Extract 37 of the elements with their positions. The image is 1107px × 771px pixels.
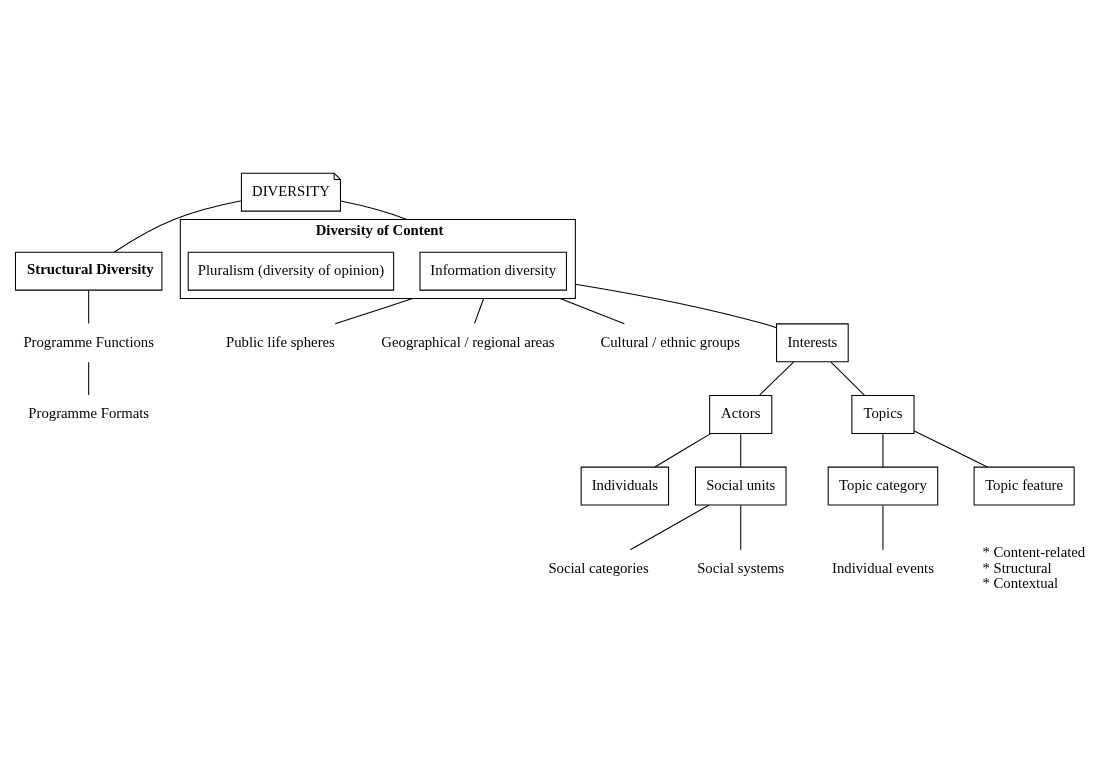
node-box: Social units <box>694 466 787 506</box>
node-box: Topic category <box>827 466 939 506</box>
connector <box>629 504 710 550</box>
node-label: * Structural <box>982 559 1052 576</box>
node-box: Topic feature <box>973 466 1075 506</box>
connector <box>574 283 777 328</box>
node-text: Public life spheres <box>225 333 335 350</box>
node-box: Topics <box>851 394 915 434</box>
connector <box>340 200 408 220</box>
node-text: Geographical / regional areas <box>381 333 555 350</box>
connector <box>334 297 414 324</box>
node-text: Individual events <box>832 559 934 576</box>
node-text: Programme Functions <box>23 333 154 350</box>
node-text: Social systems <box>697 559 785 576</box>
node-box: Individuals <box>580 466 670 506</box>
connector <box>559 297 625 324</box>
connector <box>654 432 712 468</box>
node-text: Cultural / ethnic groups <box>600 333 740 350</box>
connector <box>88 361 90 396</box>
node-box: Structural Diversity <box>14 251 163 291</box>
node-box: Actors <box>709 394 773 434</box>
node-text: Programme Formats <box>28 404 150 421</box>
node-label: * Content-related <box>982 543 1086 560</box>
connector <box>740 504 742 550</box>
connector <box>759 361 795 396</box>
connector <box>882 432 884 467</box>
connector <box>740 432 742 467</box>
node-box: Interests <box>776 322 849 362</box>
node-box: Information diversity <box>419 251 567 291</box>
connector <box>830 361 865 396</box>
connector <box>913 429 988 467</box>
node-text: Social categories <box>548 559 649 576</box>
node-box: Pluralism (diversity of opinion) <box>187 251 395 291</box>
connector <box>88 289 90 324</box>
connector <box>474 297 485 324</box>
node-label: * Contextual <box>982 574 1059 591</box>
connector <box>113 199 242 253</box>
